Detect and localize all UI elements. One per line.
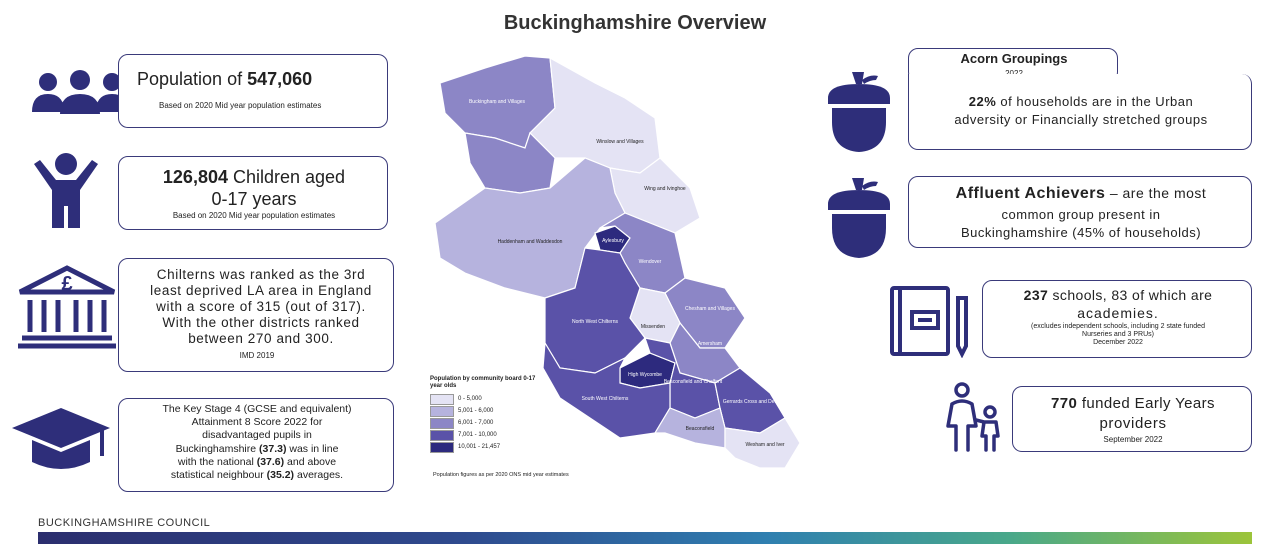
affluent-card: Affluent Achievers – are the most common… — [908, 176, 1252, 248]
map-source: Population figures as per 2020 ONS mid y… — [433, 472, 569, 478]
acorn-header: Acorn Groupings — [960, 51, 1068, 66]
map-area-north-west-band — [464, 131, 556, 194]
bank-pound-icon: £ — [18, 265, 116, 349]
schools-line-2: academies. — [1077, 305, 1159, 321]
schools-value: 237 — [1023, 287, 1049, 303]
map-legend-item: 10,001 - 21,457 — [430, 441, 550, 453]
map-label-haddenham: Haddenham and Waddesdon — [498, 239, 563, 245]
map-label-winslow: Winslow and Villages — [596, 139, 644, 145]
map-legend-item: 6,001 - 7,000 — [430, 417, 550, 429]
early-years-card: 770 funded Early Years providers Septemb… — [1012, 386, 1252, 452]
deprivation-note: IMD 2019 — [239, 351, 275, 360]
children-line-2: 0-17 years — [211, 189, 297, 209]
affluent-line-3: Buckinghamshire (45% of households) — [960, 225, 1202, 240]
map-label-sw-chilterns: South West Chilterns — [582, 396, 629, 402]
children-card: 126,804 Children aged 0-17 years Based o… — [118, 156, 388, 230]
map-legend-title: Population by community board 0-17 year … — [430, 376, 536, 389]
map-legend-swatch — [430, 393, 454, 405]
schools-notes: (excludes independent schools, including… — [1031, 323, 1205, 346]
schools-line-1: 237 schools, 83 of which are — [1023, 287, 1213, 303]
early-years-line-2: providers — [1099, 415, 1167, 432]
map-label-chesham: Chesham and Villages — [685, 306, 735, 312]
map-label-wing: Wing and Ivinghoe — [644, 186, 686, 192]
acorn-value: 22% — [968, 94, 997, 109]
acorn-card: 22% of households are in the Urban adver… — [908, 74, 1252, 150]
early-years-note: September 2022 — [1103, 435, 1163, 444]
attainment-text: The Key Stage 4 (GCSE and equivalent) At… — [162, 403, 352, 482]
map-label-beaconsfield: Beaconsfield — [686, 426, 715, 432]
map-label-beaconsfield-chalfont: Beaconsfield and Chalfont — [664, 379, 723, 385]
footer-gradient-bar — [38, 532, 1252, 544]
map-legend-label: 5,001 - 6,000 — [458, 408, 494, 414]
population-line: Population of 547,060 — [137, 69, 313, 89]
parent-child-icon — [946, 382, 1000, 452]
map-legend-label: 7,001 - 10,000 — [458, 432, 497, 438]
map-label-amersham: Amersham — [698, 341, 722, 347]
children-note: Based on 2020 Mid year population estima… — [172, 211, 336, 220]
children-value: 126,804 — [162, 167, 228, 187]
children-line-1: 126,804 Children aged — [162, 167, 346, 187]
map-legend-item: 5,001 - 6,000 — [430, 405, 550, 417]
map-label-aylesbury: Aylesbury — [602, 238, 624, 244]
page-title: Buckinghamshire Overview — [503, 12, 767, 34]
map-label-missenden: Missenden — [641, 324, 665, 330]
map-legend-label: 10,001 - 21,457 — [458, 444, 501, 450]
buckinghamshire-map: Buckingham and Villages Winslow and Vill… — [434, 55, 801, 469]
map-legend-swatch — [430, 417, 454, 429]
map-area-sw-chilterns — [542, 341, 671, 439]
acorn-year: 2022 — [909, 69, 1119, 78]
map-legend-item: 0 - 5,000 — [430, 393, 550, 405]
early-years-value: 770 — [1051, 395, 1078, 412]
map-legend-label: 6,001 - 7,000 — [458, 420, 494, 426]
population-card: Population of 547,060 Based on 2020 Mid … — [118, 54, 388, 128]
graduation-cap-icon — [12, 408, 110, 469]
map-legend-label: 0 - 5,000 — [458, 396, 482, 402]
attainment-card: The Key Stage 4 (GCSE and equivalent) At… — [118, 398, 394, 492]
map-label-high-wycombe: High Wycombe — [628, 372, 662, 378]
affluent-line-2: common group present in — [1001, 207, 1161, 222]
acorn-line-1: 22% of households are in the Urban — [968, 94, 1194, 109]
schools-card: 237 schools, 83 of which are academies. … — [982, 280, 1252, 358]
affluent-line-1: Affluent Achievers – are the most — [955, 185, 1207, 202]
acorn-line-2: adversity or Financially stretched group… — [954, 112, 1208, 127]
map-legend-item: 7,001 - 10,000 — [430, 429, 550, 441]
map-legend-swatch — [430, 405, 454, 417]
map-legend-swatch — [430, 429, 454, 441]
acorn-icon — [828, 178, 890, 258]
map-label-wendover: Wendover — [639, 259, 662, 265]
map-legend: Population by community board 0-17 year … — [430, 376, 550, 453]
early-years-line-1: 770 funded Early Years — [1051, 395, 1215, 412]
notebook-pencil-icon — [890, 286, 968, 358]
population-value: 547,060 — [247, 69, 313, 89]
footer-council-name: BUCKINGHAMSHIRE COUNCIL — [38, 517, 211, 529]
map-label-buckingham: Buckingham and Villages — [469, 99, 526, 105]
affluent-title: Affluent Achievers — [955, 185, 1106, 202]
child-icon — [34, 153, 98, 228]
map-label-nw-chilterns: North West Chilterns — [572, 319, 619, 325]
svg-text:£: £ — [61, 273, 72, 295]
deprivation-text: Chilterns was ranked as the 3rd least de… — [150, 267, 372, 346]
deprivation-card: Chilterns was ranked as the 3rd least de… — [118, 258, 394, 372]
acorn-icon — [828, 72, 890, 152]
map-area-wexham-iver — [724, 417, 801, 469]
map-legend-swatch — [430, 441, 454, 453]
map-label-wexham-iver: Wexham and Iver — [745, 442, 784, 448]
population-note: Based on 2020 Mid year population estima… — [159, 101, 322, 110]
map-label-gerrards-cross: Gerrards Cross and Denham — [723, 399, 787, 405]
